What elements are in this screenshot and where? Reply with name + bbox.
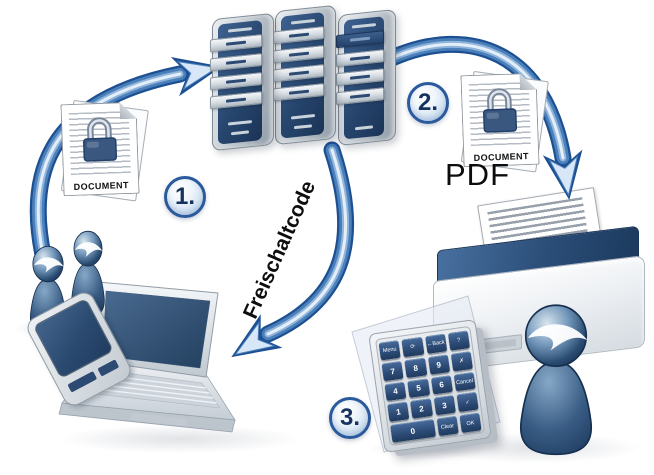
document-page: DOCUMENT [60, 102, 139, 197]
server-drawer [273, 83, 324, 102]
keypad-key-1: 1 [387, 401, 410, 423]
step-number: 3. [339, 404, 360, 431]
keypad-key-cancel: Cancel [453, 371, 476, 392]
keypad-key-help: ? [447, 330, 471, 351]
server-tower [336, 8, 396, 147]
keypad-key-menu: Menu [378, 339, 402, 361]
delivery-arrowhead [542, 149, 583, 200]
server-drawer [210, 91, 262, 110]
upload-arrowhead [170, 57, 222, 97]
code-arrow [231, 141, 355, 358]
step-badge-3: 3. [329, 397, 371, 439]
pdf-caption: PDF [445, 157, 510, 192]
step-badge-1: 1. [164, 176, 206, 218]
server-drawer [273, 45, 324, 64]
server-drawer [210, 72, 262, 91]
shadow [55, 424, 305, 454]
keypad-key-3: 3 [433, 395, 456, 416]
server-drawer [210, 34, 262, 53]
keypad-key-back: ←Back [424, 333, 448, 354]
keypad-key-7: 7 [381, 360, 404, 381]
keypad-key-5: 5 [407, 377, 430, 399]
keypad-key-ok: OK [459, 412, 482, 434]
server-drawer [336, 87, 384, 106]
keypad-key-2: 2 [410, 398, 433, 419]
step-badge-2: 2. [407, 82, 449, 124]
server-drawer [210, 53, 262, 72]
keypad-key-8: 8 [404, 357, 427, 378]
lock-icon [480, 86, 520, 140]
encrypted-document-right: DOCUMENT [460, 70, 549, 173]
keypad-key-6: 6 [430, 374, 453, 396]
code-arrowhead [231, 314, 283, 358]
delivery-arrow [383, 35, 583, 200]
server-drawer [336, 49, 384, 68]
server-drawer [336, 68, 384, 87]
phone-button [67, 370, 98, 393]
keypad-key-9: 9 [427, 354, 450, 375]
step-number: 1. [174, 183, 195, 210]
lock-icon [80, 115, 120, 169]
phone-button [97, 359, 120, 377]
keypad-key-check: ✓ [456, 392, 479, 413]
step-number: 2. [417, 89, 438, 116]
server-drawer [336, 30, 384, 49]
person-icon [519, 304, 593, 456]
server-drawer [273, 26, 324, 45]
encrypted-document-left: DOCUMENT [60, 99, 149, 202]
laptop-trackpad [130, 413, 188, 426]
keypad-key-4: 4 [384, 381, 407, 402]
server-tower [210, 12, 274, 152]
keypad-key-clear: Clear [436, 415, 459, 437]
server-tower [273, 4, 336, 146]
document-page: DOCUMENT [460, 73, 539, 168]
document-label: DOCUMENT [73, 180, 130, 192]
keypad-key-refresh: ⟳ [401, 336, 425, 358]
upload-arrow [29, 57, 222, 277]
pin-keypad: Menu ⟳ ←Back ? 7 8 9 ✗ 4 5 6 Cancel 1 2 … [368, 319, 492, 453]
server-drawer [273, 64, 324, 83]
keypad-key-cross: ✗ [450, 350, 473, 372]
